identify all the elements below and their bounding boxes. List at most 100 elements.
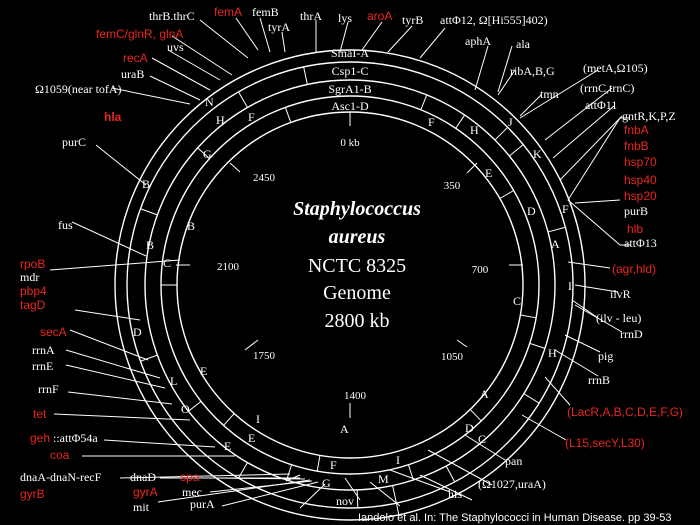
fragment-letter: I	[396, 453, 400, 467]
fragment-letter: I	[568, 279, 572, 293]
position-scale: 0 kb 350 700 1050 1400 1750 2100 2450	[176, 112, 523, 418]
fragment-letter: C	[163, 256, 171, 270]
position-2450: 2450	[253, 172, 276, 184]
position-1050: 1050	[441, 351, 464, 363]
fragment-letter: E	[200, 364, 207, 378]
fragment-boundary-tick	[140, 208, 158, 216]
fragment-letter: F	[248, 110, 255, 124]
fragment-letter: K	[533, 147, 542, 161]
fragment-boundary-tick	[469, 409, 482, 422]
gene-ilvr: ilvR	[610, 287, 631, 301]
gene-omega1059: Ω1059(near tofA)	[35, 82, 122, 96]
gene-dnaa: dnaA-dnaN-recF	[20, 470, 102, 484]
gene-riba: ribA,B,G	[510, 64, 555, 78]
gene-lys: lys	[338, 11, 352, 25]
gene-uvs: uvs	[167, 40, 184, 54]
gene-att12: attΦ12, Ω[Hi555]402)	[440, 13, 548, 27]
gene-gyrb: gyrB	[20, 487, 45, 501]
gene-omega1027: (Ω1027,uraA)	[478, 477, 546, 491]
title-species: aureus	[329, 226, 386, 248]
gene-seca: secA	[40, 325, 67, 339]
fragment-boundary-tick	[356, 489, 359, 508]
fragment-letter: A	[551, 237, 560, 251]
fragment-letter: M	[378, 472, 389, 486]
gene-purc: purC	[62, 135, 86, 149]
fragment-letter: F	[562, 202, 569, 216]
fragment-boundary-tick	[523, 393, 540, 404]
fragment-letter: D	[527, 204, 536, 218]
position-2100: 2100	[217, 261, 240, 273]
fragment-boundary-tick	[238, 91, 248, 108]
fragment-letter: G	[203, 147, 212, 161]
gene-gntr: gntR,K,P,Z	[622, 109, 676, 123]
gene-gyra: gyrA	[133, 485, 158, 499]
gene-rpob: rpoB	[20, 257, 45, 271]
gene-thrb-thrc: thrB.thrC	[149, 9, 195, 23]
fragment-boundary-tick	[392, 485, 400, 515]
gene-lacr: (LacR,A,B,C,D,E,F,G)	[567, 405, 683, 419]
gene-rrnb: rrnB	[588, 373, 610, 387]
gene-att13: attΦ13	[624, 236, 657, 250]
gene-his: his	[448, 487, 462, 501]
gene-rrnd: rrnD	[620, 327, 643, 341]
gene-rrnf: rrnF	[38, 382, 59, 396]
fragment-boundary-tick	[520, 314, 537, 319]
gene-tyrb: tyrB	[402, 13, 423, 27]
citation: Iandolo et al. In: The Staphylococci in …	[358, 512, 671, 524]
gene-nov: nov	[336, 494, 354, 508]
position-1400: 1400	[344, 390, 367, 402]
fragment-letter: N	[205, 95, 214, 109]
leader-lines	[49, 17, 630, 509]
gene-hsp20: hsp20	[624, 189, 657, 203]
fragment-letter: L	[170, 374, 177, 388]
gene-purb: purB	[624, 204, 648, 218]
fragment-letter: E	[224, 439, 231, 453]
gene-mdr: mdr	[20, 270, 39, 284]
fragment-letter: B	[146, 238, 154, 252]
gene-meta: (metA,Ω105)	[583, 61, 648, 75]
fragment-letter: B	[142, 177, 150, 191]
gene-tmn: tmn	[540, 87, 559, 101]
gene-ilv-leu: (ilv - leu)	[596, 311, 641, 325]
gene-ala: ala	[516, 37, 531, 51]
fragment-boundary-tick	[316, 455, 321, 472]
title-size: 2800 kb	[325, 310, 390, 332]
fragment-letters: F H J K F E D A I C H A D C I M F G A I …	[133, 95, 572, 490]
gene-att11: attΦ11	[585, 98, 617, 112]
fragment-letter: H	[470, 123, 479, 137]
gene-l15: (L15,secY,L30)	[565, 436, 645, 450]
title-genome: Genome	[323, 282, 391, 304]
ring-smai	[126, 61, 574, 509]
gene-hlb: hlb	[627, 222, 643, 236]
fragment-letter: O	[181, 402, 190, 416]
fragment-boundary-tick	[407, 464, 414, 481]
gene-pig: pig	[598, 349, 613, 363]
fragment-boundaries	[140, 66, 566, 515]
fragment-letter: F	[330, 458, 337, 472]
fragment-boundary-tick	[529, 342, 546, 349]
gene-fema: femA	[214, 5, 242, 19]
gene-hsp70: hsp70	[624, 155, 657, 169]
fragment-letter: H	[548, 346, 557, 360]
gene-tagd: tagD	[20, 298, 46, 312]
position-350: 350	[444, 180, 461, 192]
ring-label-csp1: Csp1-C	[332, 64, 369, 78]
gene-tyra: tyrA	[268, 20, 290, 34]
fragment-boundary-tick	[494, 126, 509, 141]
gene-hsp40: hsp40	[624, 173, 657, 187]
fragment-boundary-tick	[238, 462, 248, 479]
fragment-letter: I	[256, 412, 260, 426]
fragment-letter: D	[465, 421, 474, 435]
fragment-boundary-tick	[509, 144, 524, 157]
gene-mit: mit	[133, 500, 150, 514]
fragment-boundary-tick	[547, 226, 566, 233]
gene-aroa: aroA	[367, 9, 392, 23]
title-genus: Staphylococcus	[293, 198, 421, 220]
fragment-boundary-tick	[445, 465, 456, 483]
gene-coa: coa	[50, 448, 70, 462]
fragment-boundary-tick	[455, 114, 466, 129]
gene-pura: purA	[190, 497, 215, 511]
gene-femb: femB	[252, 5, 279, 19]
gene-thra: thrA	[300, 9, 322, 23]
fragment-boundary-tick	[303, 66, 308, 85]
